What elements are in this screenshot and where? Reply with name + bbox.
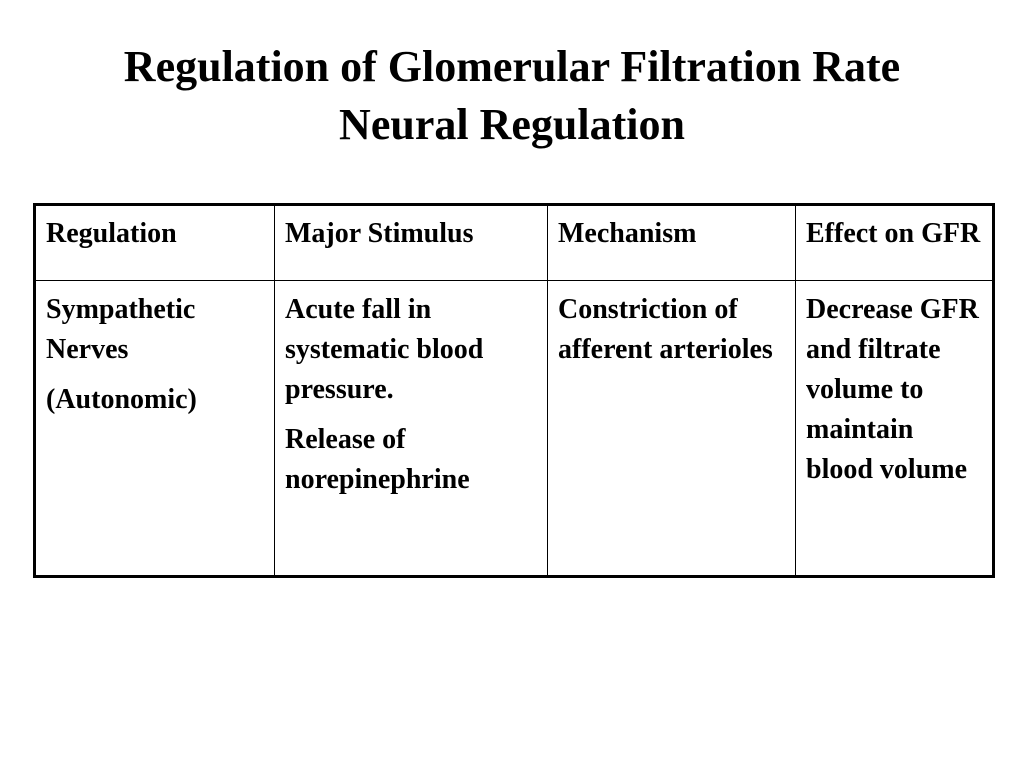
cell-effect-on-gfr: Decrease GFR and filtrate volume to main… (795, 280, 994, 577)
table-header-row: Regulation Major Stimulus Mechanism Effe… (34, 204, 994, 281)
cell-regulation: Sympathetic Nerves (Autonomic) (34, 280, 275, 577)
header-mechanism: Mechanism (547, 204, 796, 281)
header-major-stimulus: Major Stimulus (274, 204, 548, 281)
cell-major-stimulus-para-2: Release of norepinephrine (285, 424, 470, 495)
cell-mechanism-para-1: Constriction of afferent arterioles (558, 294, 773, 365)
header-effect-on-gfr: Effect on GFR (795, 204, 994, 281)
cell-major-stimulus-para-1: Acute fall in systematic blood pressure. (285, 294, 484, 405)
slide-title-line-2: Neural Regulation (339, 100, 685, 149)
cell-regulation-para-1: Sympathetic Nerves (46, 294, 196, 365)
slide-title: Regulation of Glomerular Filtration Rate… (0, 38, 1024, 154)
gfr-regulation-table: Regulation Major Stimulus Mechanism Effe… (33, 203, 995, 578)
header-regulation: Regulation (34, 204, 275, 281)
table-row: Sympathetic Nerves (Autonomic) Acute fal… (34, 280, 994, 577)
cell-regulation-para-2: (Autonomic) (46, 384, 197, 415)
slide-title-line-1: Regulation of Glomerular Filtration Rate (123, 42, 901, 91)
cell-major-stimulus: Acute fall in systematic blood pressure.… (274, 280, 548, 577)
cell-mechanism: Constriction of afferent arterioles (547, 280, 796, 577)
cell-effect-on-gfr-para-1: Decrease GFR and filtrate volume to main… (806, 294, 979, 485)
